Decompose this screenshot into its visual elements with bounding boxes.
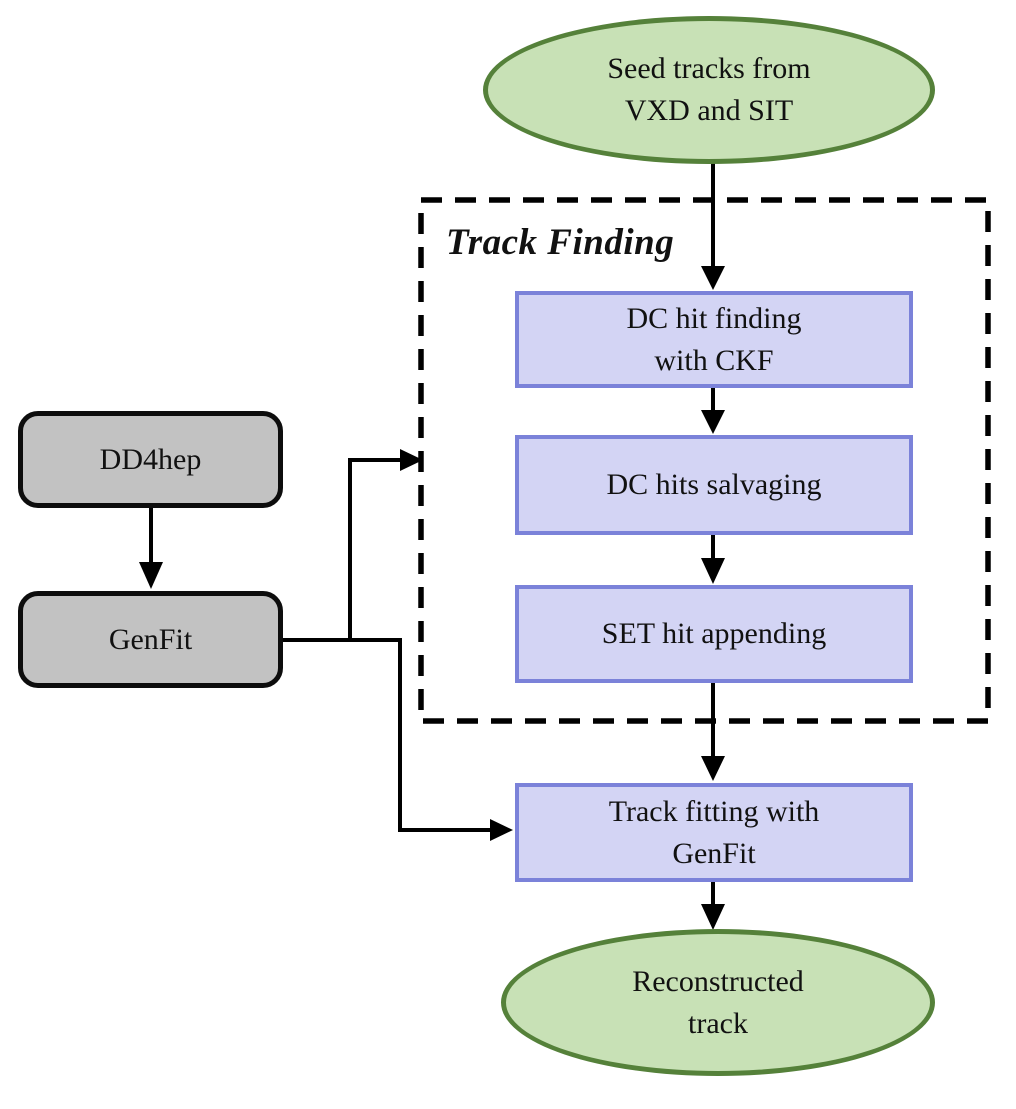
arrow-genfit-branch bbox=[283, 449, 513, 841]
node-seed-tracks-label: Seed tracks from VXD and SIT bbox=[607, 52, 811, 127]
node-dd4hep: DD4hep bbox=[18, 411, 283, 508]
node-genfit-label: GenFit bbox=[108, 622, 193, 656]
node-track-fitting: Track fitting with GenFit bbox=[515, 783, 913, 882]
node-set-hit-appending: SET hit appending bbox=[515, 585, 913, 683]
node-dc-hits-salvaging-label: DC hits salvaging bbox=[606, 468, 822, 501]
node-set-hit-appending-label: SET hit appending bbox=[601, 617, 827, 650]
node-reconstructed-track-label: Reconstructed track bbox=[632, 964, 804, 1040]
node-dd4hep-label: DD4hep bbox=[99, 442, 202, 476]
arrow-track-fitting-to-reconstructed bbox=[701, 882, 725, 930]
node-dc-hit-finding: DC hit finding with CKF bbox=[515, 291, 913, 388]
node-dc-hits-salvaging: DC hits salvaging bbox=[515, 435, 913, 535]
arrow-seed-to-dc-hit-finding bbox=[701, 161, 725, 290]
node-track-fitting-label: Track fitting with GenFit bbox=[608, 794, 820, 870]
track-finding-group-label: Track Finding bbox=[446, 222, 675, 263]
arrow-dc-hits-salvaging-to-set-hit-appending bbox=[701, 535, 725, 584]
arrow-dc-hit-finding-to-dc-hits-salvaging bbox=[701, 388, 725, 434]
node-dc-hit-finding-label: DC hit finding with CKF bbox=[626, 301, 802, 377]
arrowhead-into-track-fitting bbox=[490, 819, 513, 841]
arrow-dd4hep-to-genfit bbox=[139, 508, 163, 589]
arrow-set-hit-appending-to-track-fitting bbox=[701, 683, 725, 781]
arrowhead-into-track-finding bbox=[400, 449, 423, 471]
node-genfit: GenFit bbox=[18, 591, 283, 688]
node-seed-tracks: Seed tracks from VXD and SIT bbox=[483, 16, 935, 164]
node-reconstructed-track: Reconstructed track bbox=[501, 929, 935, 1076]
